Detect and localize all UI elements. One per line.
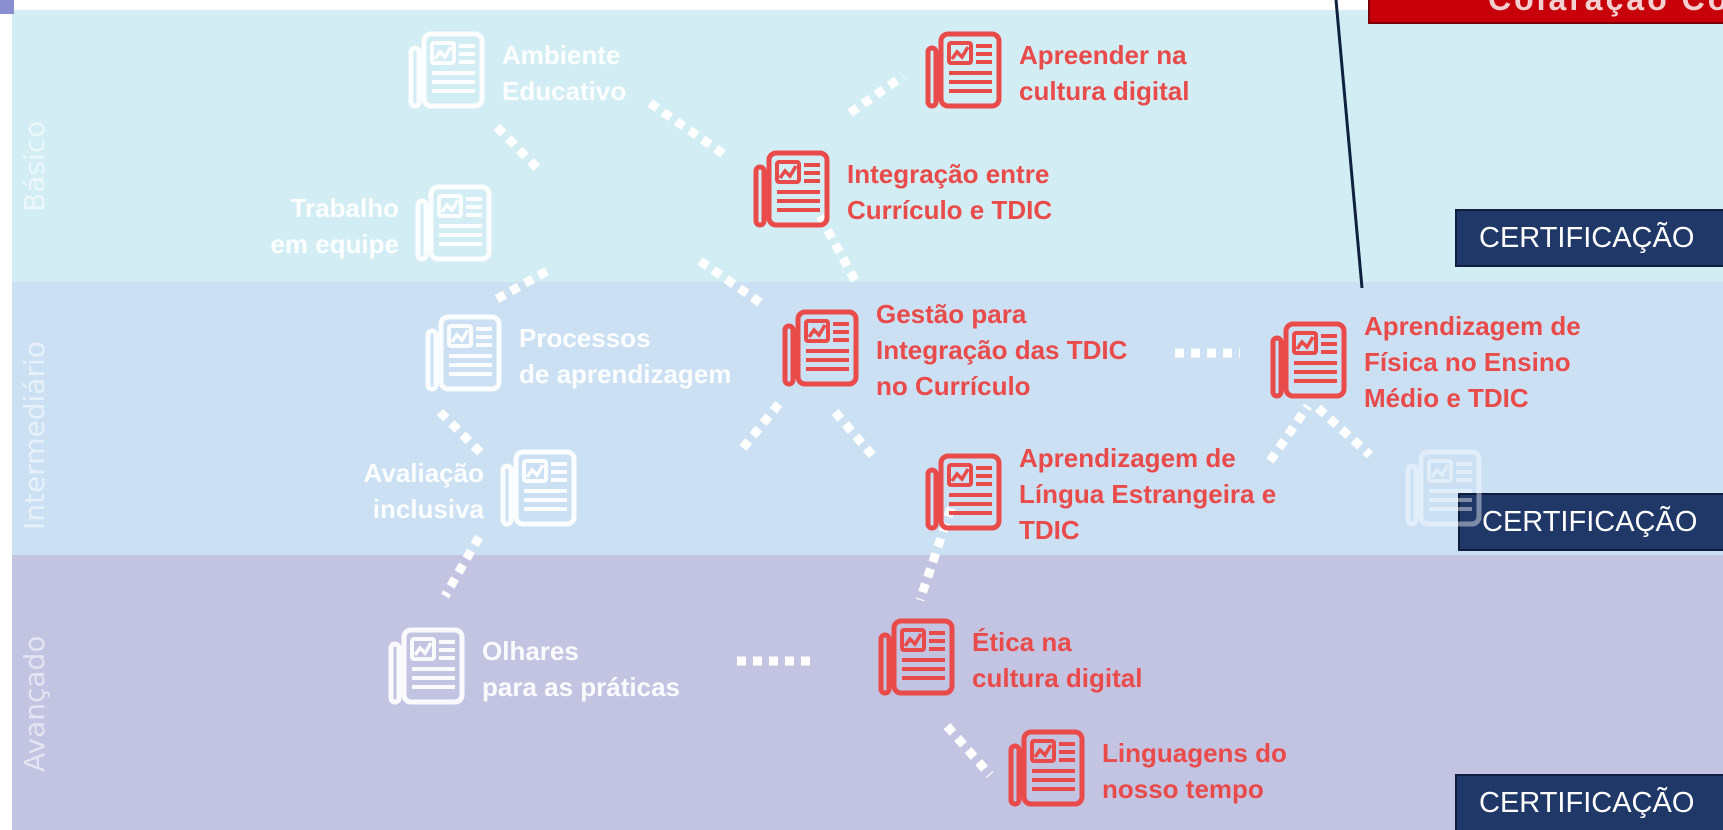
path-connector bbox=[1266, 403, 1312, 464]
path-connector bbox=[943, 723, 994, 778]
newspaper-icon bbox=[925, 452, 1003, 537]
path-connector bbox=[816, 213, 862, 289]
path-connector bbox=[847, 72, 906, 117]
course-title-line: Aprendizagem de bbox=[1019, 443, 1236, 473]
path-connector bbox=[831, 409, 877, 459]
newspaper-icon bbox=[878, 617, 956, 702]
course-node[interactable]: Aprendizagem de Língua Estrangeira e TDIC bbox=[925, 440, 1276, 548]
course-title-line: Avaliação bbox=[363, 457, 484, 488]
path-connector bbox=[494, 267, 550, 303]
newspaper-icon bbox=[1008, 728, 1086, 813]
course-title-line: Apreender na bbox=[1019, 39, 1187, 70]
level-label-intermediario: Intermediário bbox=[18, 341, 51, 530]
course-node[interactable]: Processos de aprendizagem bbox=[425, 313, 731, 398]
newspaper-icon bbox=[415, 183, 493, 268]
course-title-line: inclusiva bbox=[372, 493, 484, 524]
course-title-line: Língua Estrangeira e bbox=[1019, 479, 1277, 509]
newspaper-icon bbox=[782, 308, 860, 393]
course-title: Apreender na cultura digital bbox=[1019, 37, 1189, 109]
course-node[interactable]: Linguagens do nosso tempo bbox=[1008, 728, 1287, 813]
course-title-line: cultura digital bbox=[1019, 75, 1190, 106]
course-title-line: Ambiente bbox=[502, 39, 621, 70]
newspaper-icon bbox=[1405, 448, 1483, 533]
path-connector bbox=[436, 408, 488, 460]
course-title-line: em equipe bbox=[270, 228, 399, 259]
course-title-line: Educativo bbox=[502, 75, 627, 106]
course-title-line: Currículo e TDIC bbox=[847, 194, 1053, 225]
top-strip bbox=[0, 0, 1330, 10]
path-connector bbox=[441, 534, 483, 599]
certification-badge-intermediario[interactable]: CERTIFICAÇÃO bbox=[1458, 493, 1723, 551]
course-node[interactable]: Avaliação inclusiva bbox=[364, 448, 578, 533]
newspaper-icon bbox=[925, 30, 1003, 115]
course-title: Avaliação inclusiva bbox=[364, 455, 484, 527]
pointer-line bbox=[1334, 0, 1364, 289]
path-connector bbox=[915, 506, 956, 602]
path-connector bbox=[493, 123, 545, 176]
course-title: Aprendizagem de Língua Estrangeira e TDIC bbox=[1019, 440, 1276, 548]
path-connector bbox=[697, 257, 768, 310]
level-label-basico: Básico bbox=[18, 120, 51, 212]
course-title-line: Integração entre bbox=[847, 158, 1050, 189]
course-title-line: Trabalho bbox=[290, 192, 399, 223]
course-title-line: Olhares bbox=[482, 635, 579, 666]
level-band-avancado bbox=[12, 555, 1723, 830]
certification-badge-basico[interactable]: CERTIFICAÇÃO bbox=[1455, 209, 1723, 267]
course-node[interactable]: Ética na cultura digital bbox=[878, 617, 1142, 702]
course-title-line: para as práticas bbox=[482, 671, 681, 702]
course-title-line: Ética na bbox=[972, 626, 1072, 657]
course-title-line: Integração das TDIC bbox=[876, 335, 1128, 365]
course-node[interactable]: Trabalho em equipe bbox=[270, 183, 493, 268]
course-title-line: Processos bbox=[519, 322, 651, 353]
path-connector bbox=[1314, 404, 1374, 459]
newspaper-icon bbox=[753, 149, 831, 234]
certification-badge-avancado[interactable]: CERTIFICAÇÃO bbox=[1455, 774, 1723, 830]
level-band-intermediario bbox=[12, 282, 1723, 555]
course-title: Processos de aprendizagem bbox=[519, 320, 731, 392]
course-title-line: Médio e TDIC bbox=[1364, 383, 1529, 413]
newspaper-icon bbox=[408, 30, 486, 115]
course-title: Ética na cultura digital bbox=[972, 624, 1142, 696]
course-node[interactable]: Apreender na cultura digital bbox=[925, 30, 1189, 115]
course-title-line: Linguagens do bbox=[1102, 737, 1287, 768]
course-title-line: TDIC bbox=[1019, 515, 1080, 545]
course-title-line: Física no Ensino bbox=[1364, 347, 1571, 377]
course-title: Trabalho em equipe bbox=[270, 190, 399, 262]
course-node[interactable]: Olhares para as práticas bbox=[388, 626, 680, 711]
path-connector bbox=[739, 397, 786, 451]
course-title: Olhares para as práticas bbox=[482, 633, 680, 705]
newspaper-icon bbox=[500, 448, 578, 533]
course-title-line: de aprendizagem bbox=[519, 358, 732, 389]
course-title-line: no Currículo bbox=[876, 371, 1031, 401]
newspaper-icon bbox=[425, 313, 503, 398]
course-title: Linguagens do nosso tempo bbox=[1102, 735, 1287, 807]
course-title-line: Aprendizagem de bbox=[1364, 311, 1581, 341]
newspaper-icon bbox=[1270, 320, 1348, 405]
corner-marker bbox=[0, 0, 14, 14]
course-title-line: Gestão para bbox=[876, 299, 1027, 329]
course-title-line: nosso tempo bbox=[1102, 773, 1264, 804]
title-banner: Colaração Co bbox=[1368, 0, 1723, 24]
path-connector bbox=[647, 99, 731, 161]
level-label-avancado: Avançado bbox=[18, 635, 51, 772]
course-title-line: cultura digital bbox=[972, 662, 1143, 693]
course-node[interactable] bbox=[1405, 448, 1499, 533]
newspaper-icon bbox=[388, 626, 466, 711]
level-band-basico bbox=[12, 10, 1723, 282]
